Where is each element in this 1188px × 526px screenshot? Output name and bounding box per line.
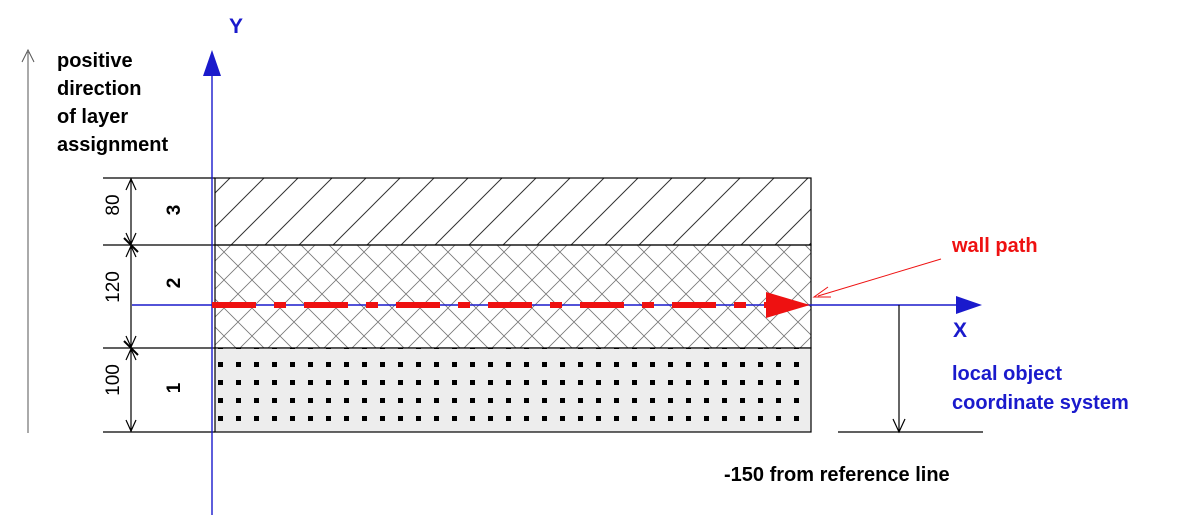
y-axis	[203, 50, 221, 515]
coordinate-system-note-line-1: local object	[952, 363, 1062, 385]
direction-note-line-2: direction	[57, 78, 141, 100]
layer-2-thickness: 120	[103, 271, 124, 303]
reference-offset-dimension	[838, 305, 983, 434]
layer-3-thickness: 80	[103, 194, 124, 215]
direction-note-line-1: positive	[57, 50, 133, 72]
direction-note-line-3: of layer	[57, 106, 128, 128]
layer-1-number: 1	[164, 382, 185, 393]
layer-2-fill	[214, 244, 812, 349]
y-axis-label: Y	[229, 15, 243, 38]
layer-1-thickness: 100	[103, 364, 124, 396]
reference-offset-label: -150 from reference line	[724, 464, 950, 486]
layer-direction-arrow	[21, 48, 35, 433]
x-axis	[132, 296, 982, 314]
direction-note-line-4: assignment	[57, 134, 168, 156]
x-axis-label: X	[953, 319, 967, 342]
wall-path-line	[212, 292, 810, 318]
wall-path-leader	[812, 258, 942, 298]
coordinate-system-note-line-2: coordinate system	[952, 392, 1129, 414]
layer-2-number: 2	[164, 278, 185, 289]
layer-1-fill	[214, 347, 812, 433]
layer-3-number: 3	[164, 205, 185, 216]
layer-3-fill	[214, 177, 812, 246]
thickness-dimension-chain	[103, 177, 215, 433]
wall-path-label: wall path	[951, 235, 1038, 257]
